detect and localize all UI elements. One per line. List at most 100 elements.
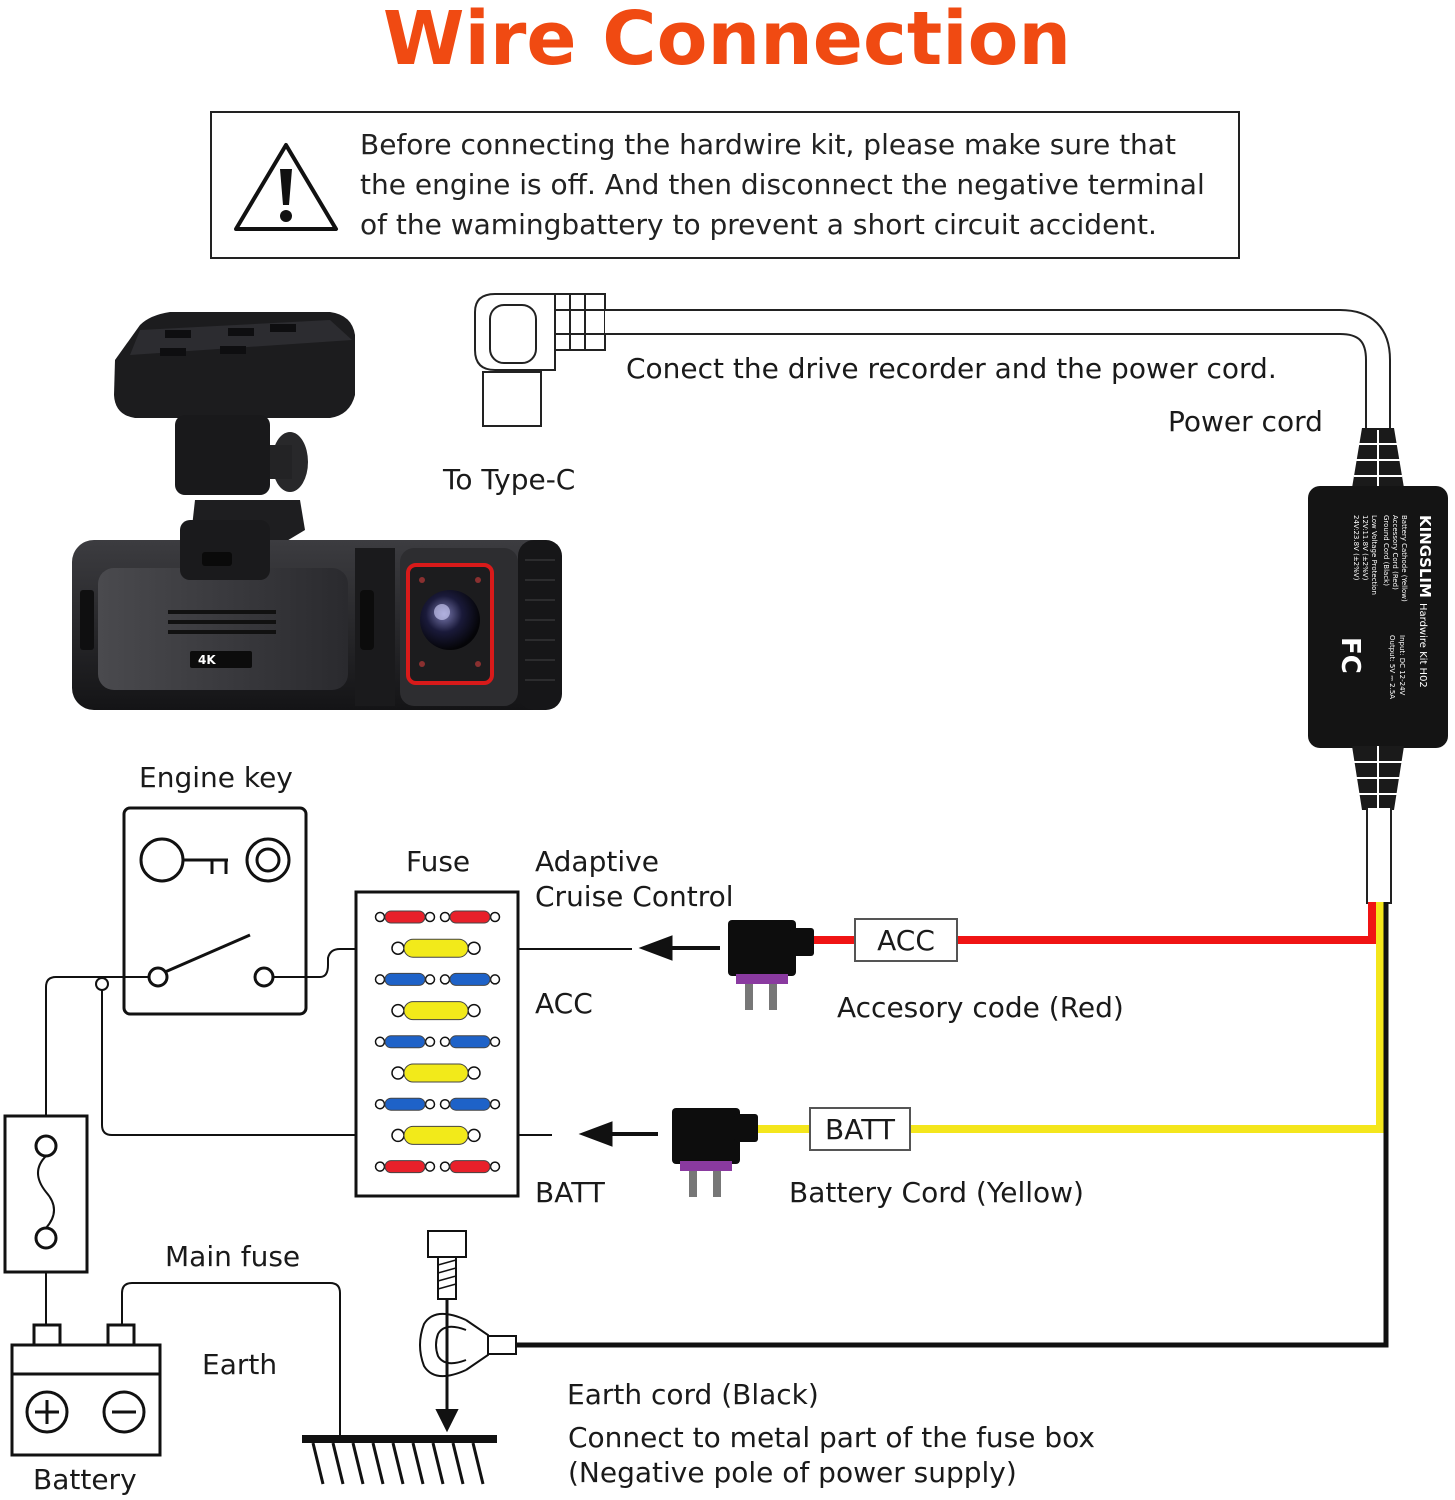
fuse-contact: [391, 1003, 405, 1018]
batt-tag: [809, 1107, 911, 1151]
fuse-list: [374, 910, 501, 1174]
kit-brand: KINGSLIM: [1416, 515, 1434, 598]
engine-key-label: Engine key: [139, 761, 293, 794]
power-cord-label: Power cord: [1168, 405, 1323, 438]
kit-line3: Ground Cord (Black): [1382, 515, 1390, 586]
earth-note-1: Connect to metal part of the fuse box: [568, 1421, 1095, 1454]
earth-ground: [302, 1435, 497, 1485]
batt-arrow: [578, 1121, 658, 1147]
fuse-contact: [489, 974, 501, 985]
kit-line5: 12V:11.8V (±2%V): [1361, 515, 1369, 581]
fuse-contact: [467, 1066, 481, 1080]
fuse-row: [374, 1160, 501, 1174]
strain-relief-bottom: [1352, 746, 1404, 810]
fuse-contact: [439, 974, 451, 985]
fuse-blade: [449, 972, 491, 986]
fuse-row: [374, 1097, 501, 1111]
fuse-blade: [403, 1125, 469, 1145]
fuse-blade: [403, 938, 469, 958]
ring-terminal: [419, 1313, 517, 1377]
fuse-blade: [449, 1035, 491, 1049]
fuse-blade: [384, 1035, 426, 1049]
fuse-contact: [374, 1098, 386, 1110]
fuse-contact: [467, 941, 481, 955]
fuse-contact: [424, 911, 436, 923]
adaptive-label-2: Cruise Control: [535, 880, 734, 913]
page-title: Wire Connection: [383, 0, 1071, 82]
earth-cord-label: Earth cord (Black): [567, 1378, 819, 1411]
fuse-contact: [489, 1161, 501, 1172]
fuse-contact: [489, 911, 501, 923]
fuse-label: Fuse: [406, 845, 470, 878]
batt-fuse-tap: [672, 1108, 758, 1197]
earth-label: Earth: [202, 1348, 277, 1381]
fuse-blade: [384, 972, 426, 986]
fuse-contact: [439, 911, 451, 923]
kit-fcc-logo: FC: [1335, 637, 1365, 674]
earth-note-2: (Negative pole of power supply): [568, 1456, 1017, 1489]
connect-note: Conect the drive recorder and the power …: [626, 352, 1277, 385]
main-fuse: [3, 1114, 89, 1274]
acc-tag: [854, 918, 958, 962]
fuse-row: [391, 1001, 481, 1021]
kit-input: Input: DC 12-24V: [1398, 635, 1406, 696]
type-c-label: To Type-C: [442, 463, 575, 496]
fuse-blade: [384, 1097, 426, 1111]
kit-line6: 24V:23.8V (±2%V): [1352, 515, 1360, 581]
fuse-contact: [374, 1161, 386, 1172]
cord-to-split: [1366, 808, 1392, 904]
fuse-contact: [374, 974, 386, 985]
fuse-row: [374, 972, 501, 986]
fuse-blade: [449, 1097, 491, 1111]
camera-4k-badge: 4K: [198, 653, 216, 667]
warning-box: Before connecting the hardwire kit, plea…: [210, 111, 1240, 259]
circuit-wires: [45, 948, 632, 1437]
kit-output: Output: 5V ⎓ 2.5A: [1388, 635, 1396, 699]
fuse-blade: [449, 1160, 491, 1174]
kit-line1: Battery Cathode (Yellow): [1400, 515, 1408, 602]
adaptive-label-1: Adaptive: [535, 845, 659, 878]
fuse-contact: [467, 1128, 481, 1143]
fuse-blade: [384, 1160, 426, 1174]
fuse-contact: [439, 1098, 451, 1110]
acc-tag-label: ACC: [877, 924, 935, 957]
fuse-blade: [403, 1001, 469, 1021]
power-cord: [605, 309, 1391, 430]
hardwire-kit-box: KINGSLIM Hardwire Kit H02 Battery Cathod…: [1308, 486, 1448, 748]
kit-line4: Low Voltage Protection: [1370, 515, 1378, 595]
fuse-contact: [439, 1036, 451, 1048]
red-wire: [810, 902, 1376, 944]
fuse-contact: [489, 1036, 501, 1048]
accessory-code-label: Accesory code (Red): [837, 991, 1124, 1024]
type-c-plug: [474, 293, 606, 427]
dash-camera: 4K: [72, 312, 562, 710]
battery-cord-label: Battery Cord (Yellow): [789, 1176, 1084, 1209]
fuse-row: [391, 1125, 481, 1145]
yellow-wire: [758, 902, 1384, 1133]
kit-model: Hardwire Kit H02: [1417, 603, 1428, 688]
batt-side-label: BATT: [535, 1176, 606, 1209]
fuse-contact: [424, 974, 436, 985]
acc-arrow: [638, 935, 720, 961]
battery-label: Battery: [33, 1463, 137, 1496]
fuse-contact: [424, 1036, 436, 1048]
fuse-contact: [424, 1161, 436, 1172]
kit-line2: Accessory Cord (Red): [1391, 515, 1399, 590]
junction-dot: [95, 977, 109, 991]
fuse-blade: [384, 910, 426, 924]
fuse-contact: [391, 1128, 405, 1143]
fuse-contact: [424, 1098, 436, 1110]
engine-key-switch: [122, 806, 308, 1016]
black-wire: [515, 902, 1389, 1348]
main-fuse-label: Main fuse: [165, 1240, 300, 1273]
fuse-row: [391, 938, 481, 958]
acc-side-label: ACC: [535, 987, 593, 1020]
fuse-row: [374, 1035, 501, 1049]
battery: [10, 1323, 162, 1457]
fuse-blade: [449, 910, 491, 924]
fuse-contact: [489, 1098, 501, 1110]
fuse-contact: [391, 1066, 405, 1080]
warning-text: Before connecting the hardwire kit, plea…: [360, 128, 1205, 241]
acc-fuse-tap: [728, 920, 814, 1010]
